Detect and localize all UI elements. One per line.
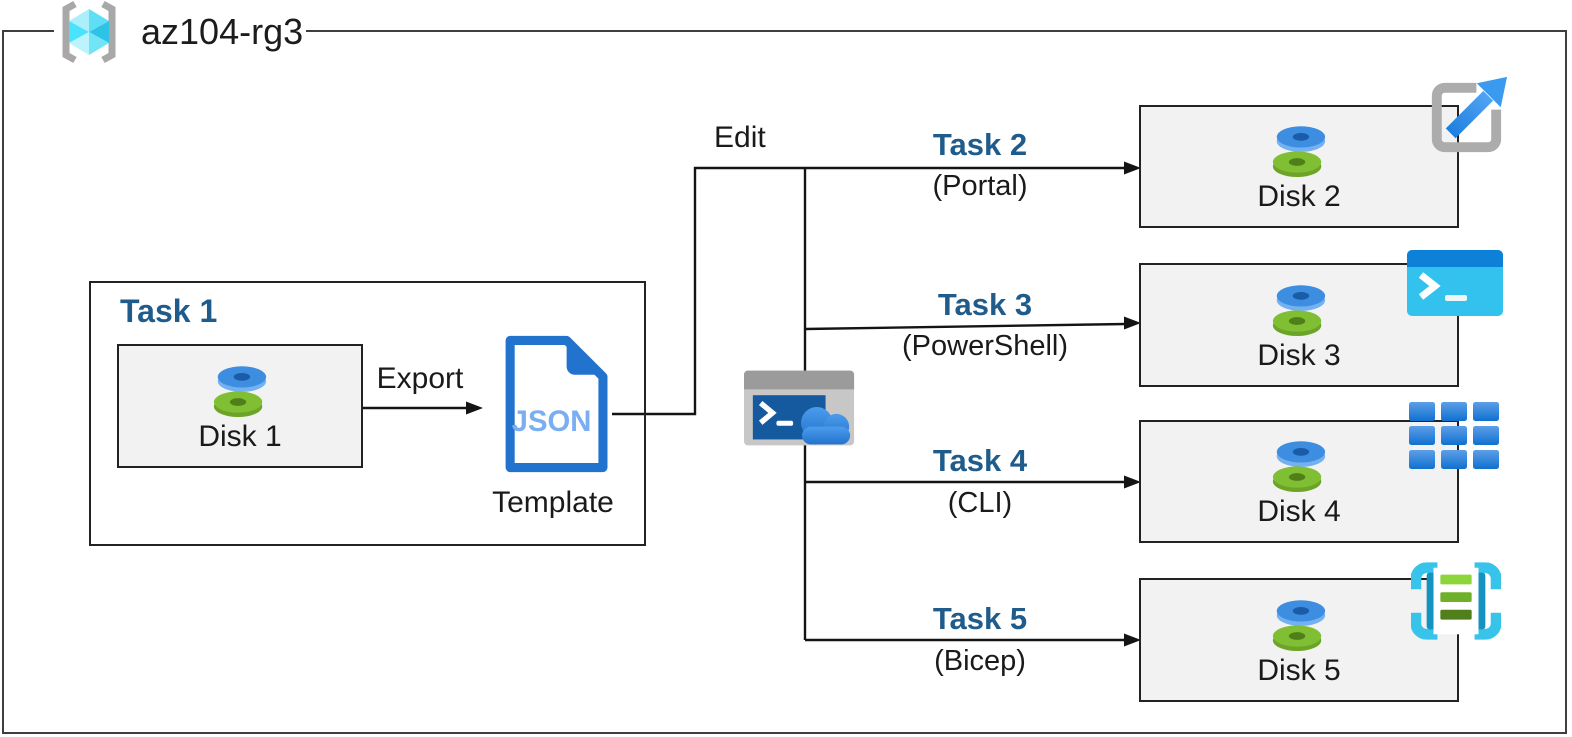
disk1-box: Disk 1 [117,344,363,468]
task4-arrowhead [1124,475,1141,489]
task1-title: Task 1 [120,293,218,329]
task2-method: (Portal) [932,170,1028,202]
edit-label: Edit [714,121,766,154]
edit-connector-line [612,166,1126,416]
disk3-label: Disk 3 [1257,338,1341,372]
task4-label: Task 4 [932,443,1028,478]
template-label: Template [492,486,614,519]
task1-group-box [89,281,646,546]
resource-group-boundary [2,30,1567,734]
task3-arrowhead [1124,316,1141,330]
task5-arrowhead [1124,633,1141,647]
export-arrowhead [466,401,483,415]
task3-arrow-line [804,322,1127,331]
boundary-label-gap [54,25,306,36]
disk-icon [1272,441,1326,493]
disk3-box: Disk 3 [1139,263,1459,387]
disk-icon [1272,126,1326,178]
disk-icon [1272,284,1326,336]
resource-group-name: az104-rg3 [141,11,304,52]
disk2-box: Disk 2 [1139,105,1459,228]
disk-icon [1272,599,1326,651]
bicep-icon [1411,562,1501,640]
json-template-icon: JSON [505,335,608,473]
export-label: Export [376,362,464,395]
task2-arrowhead [1124,161,1141,175]
disk-icon [213,365,267,417]
disk5-box: Disk 5 [1139,578,1459,702]
task3-method: (PowerShell) [902,330,1068,362]
task5-label: Task 5 [932,601,1028,636]
cloud-shell-icon [744,370,855,446]
disk4-label: Disk 4 [1257,495,1341,528]
azure-portal-icon [1431,76,1508,153]
disk1-label: Disk 1 [198,419,282,453]
task4-method: (CLI) [947,487,1013,519]
azure-cli-icon [1409,402,1499,469]
powershell-icon [1407,250,1503,316]
disk2-label: Disk 2 [1257,180,1341,213]
json-badge-text: JSON [512,406,592,438]
disk5-label: Disk 5 [1257,653,1341,687]
disk4-box: Disk 4 [1139,420,1459,543]
task2-label: Task 2 [932,127,1028,162]
task3-label: Task 3 [937,287,1033,322]
resource-group-icon [62,0,116,64]
task5-method: (Bicep) [934,645,1026,677]
